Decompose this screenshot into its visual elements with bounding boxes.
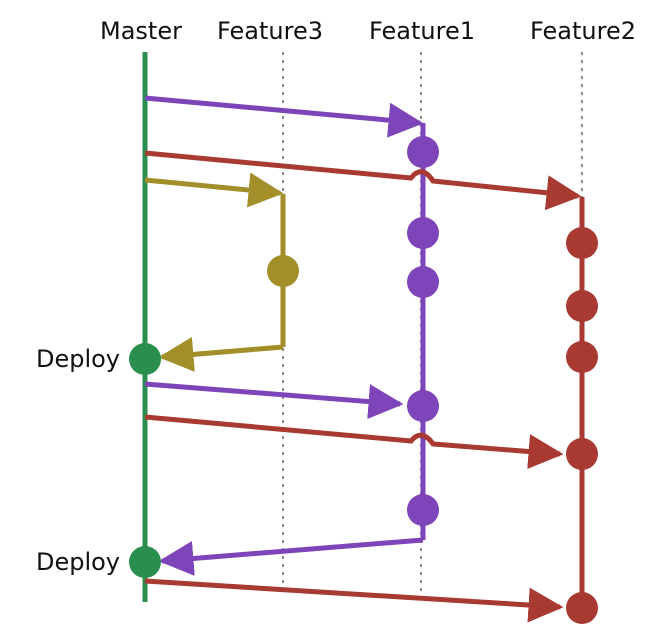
commit-node-feature2 <box>566 290 598 322</box>
commit-node-feature1 <box>407 494 439 526</box>
commit-node-feature2 <box>566 341 598 373</box>
deploy-label: Deploy <box>36 548 120 576</box>
branch-label-feature1: Feature1 <box>369 17 475 45</box>
commit-node-feature1 <box>407 217 439 249</box>
branch-out-feature3 <box>144 172 284 208</box>
commit-node-feature1 <box>407 266 439 298</box>
commit-node-feature2 <box>566 438 598 470</box>
branch-label-master: Master <box>100 17 182 45</box>
sync-master-to-feature2 <box>144 414 564 469</box>
sync-master-to-feature2-final <box>144 578 564 623</box>
merge-feature3-to-master <box>158 336 284 372</box>
merge-feature1-to-master <box>158 537 424 576</box>
commit-node-feature3 <box>267 255 299 287</box>
deploy-label: Deploy <box>36 345 120 373</box>
branch-label-feature3: Feature3 <box>217 17 323 45</box>
deploy-node <box>129 546 161 578</box>
deploy-node <box>129 343 161 375</box>
commit-node-feature1 <box>407 136 439 168</box>
branch-label-feature2: Feature2 <box>530 17 636 45</box>
sync-master-to-feature1 <box>144 381 404 419</box>
branch-out-feature1 <box>144 95 424 138</box>
branch-out-feature2 <box>144 150 582 211</box>
commit-node-feature2 <box>566 592 598 624</box>
commit-node-feature1 <box>407 390 439 422</box>
commit-node-feature2 <box>566 227 598 259</box>
